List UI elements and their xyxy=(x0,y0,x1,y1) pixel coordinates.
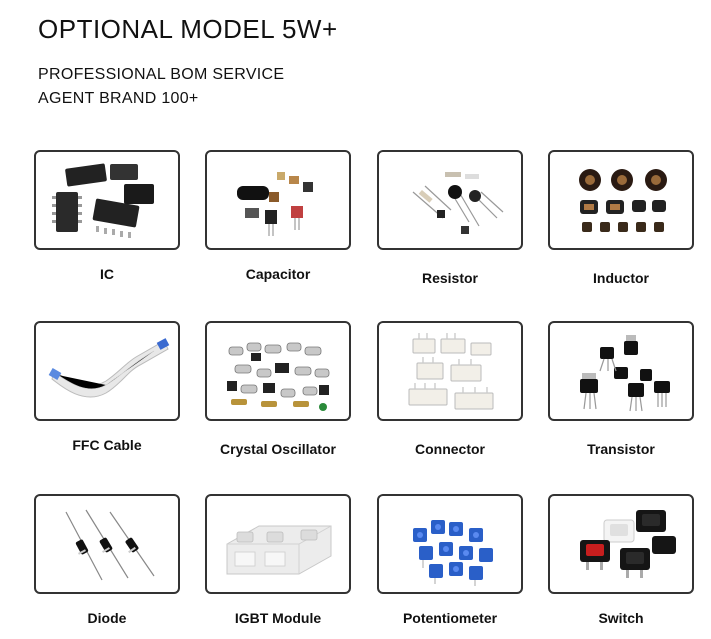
product-card-diode[interactable] xyxy=(34,494,180,594)
subtitle-bom-service: PROFESSIONAL BOM SERVICE xyxy=(38,66,285,83)
potentiometer-icon xyxy=(413,520,493,586)
product-card-resistor[interactable] xyxy=(377,150,523,250)
inductor-icon xyxy=(579,169,667,232)
product-card-switch[interactable] xyxy=(548,494,694,594)
product-label-transistor: Transistor xyxy=(587,441,655,457)
page-title: OPTIONAL MODEL 5W+ xyxy=(38,14,338,44)
product-card-crystal-oscillator[interactable] xyxy=(205,321,351,421)
product-card-ffc-cable[interactable] xyxy=(34,321,180,421)
product-label-resistor: Resistor xyxy=(421,270,479,286)
crystal-oscillator-icon xyxy=(227,342,330,411)
capacitor-icon xyxy=(237,172,313,236)
product-label-potentiometer: Potentiometer xyxy=(402,610,498,626)
product-card-igbt-module[interactable] xyxy=(205,494,351,594)
ic-chip-icon xyxy=(52,163,154,238)
product-card-potentiometer[interactable] xyxy=(377,494,523,594)
product-label-ffc-cable: FFC Cable xyxy=(72,437,142,453)
subtitle-agent-brand: AGENT BRAND 100+ xyxy=(38,90,199,107)
product-label-ic: IC xyxy=(100,266,114,282)
transistor-icon xyxy=(580,335,670,412)
diode-icon xyxy=(65,509,155,581)
connector-icon xyxy=(408,333,494,410)
product-label-capacitor: Capacitor xyxy=(245,266,311,282)
product-label-diode: Diode xyxy=(87,610,127,626)
product-label-connector: Connector xyxy=(415,441,485,457)
product-card-inductor[interactable] xyxy=(548,150,694,250)
product-label-igbt-module: IGBT Module xyxy=(234,610,322,626)
product-label-switch: Switch xyxy=(598,610,644,626)
product-label-inductor: Inductor xyxy=(593,270,649,286)
switch-icon xyxy=(580,510,676,578)
product-card-transistor[interactable] xyxy=(548,321,694,421)
ffc-cable-icon xyxy=(48,338,170,398)
product-card-ic[interactable] xyxy=(34,150,180,250)
resistor-icon xyxy=(412,172,504,234)
product-card-capacitor[interactable] xyxy=(205,150,351,250)
igbt-module-icon xyxy=(226,525,332,575)
product-label-crystal-oscillator: Crystal Oscillator xyxy=(220,441,336,457)
product-card-connector[interactable] xyxy=(377,321,523,421)
